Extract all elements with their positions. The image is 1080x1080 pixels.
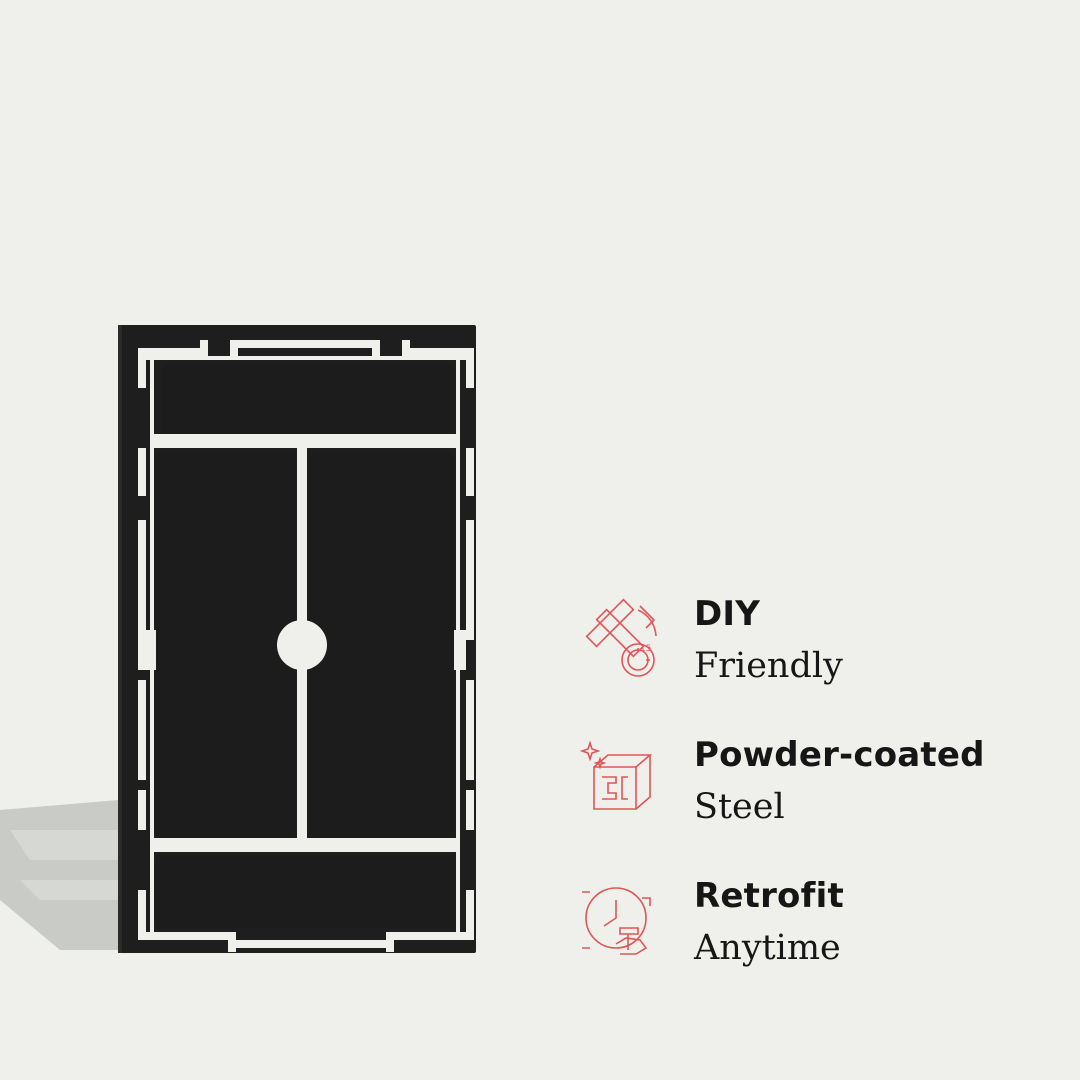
feature-title: Powder-coated [694, 735, 985, 775]
svg-text:15: 15 [640, 644, 651, 654]
feature-subtitle: Friendly [694, 646, 843, 686]
feature-title: Retrofit [694, 876, 844, 916]
plate-shadow [0, 800, 118, 950]
clock-hammer-icon [582, 887, 651, 955]
steel-cube-icon [580, 740, 653, 810]
plate-center-hole [277, 620, 327, 670]
feature-subtitle: Anytime [694, 928, 841, 968]
feature-diy-friendly: 15 DIY Friendly [580, 590, 1060, 731]
ruler-pencil-icon: 15 [585, 598, 657, 677]
feature-powder-coated-steel: Powder-coated Steel [580, 731, 1060, 872]
feature-subtitle: Steel [694, 787, 785, 827]
plate-cutouts [138, 340, 474, 952]
feature-retrofit-anytime: Retrofit Anytime [580, 872, 1060, 1013]
product-plate-image [0, 325, 476, 953]
feature-title: DIY [694, 594, 761, 634]
feature-list: 15 DIY Friendly Powder-coated Steel [580, 590, 1060, 1013]
